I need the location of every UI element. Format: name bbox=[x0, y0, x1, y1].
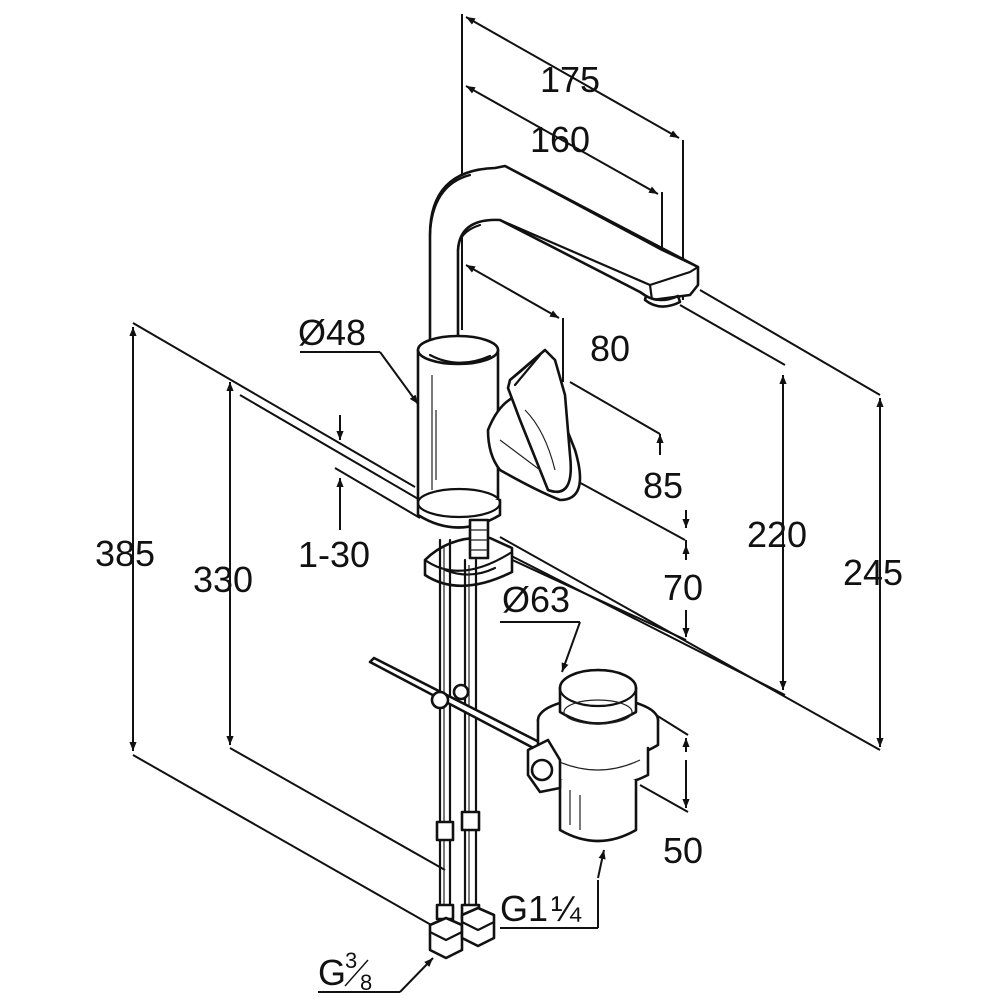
label-g114-fraction: ¼ bbox=[551, 888, 582, 929]
label-g114-main: G1 bbox=[500, 888, 548, 929]
mounting-bracket bbox=[423, 536, 514, 588]
dim-160: 160 bbox=[530, 119, 590, 160]
dim-70: 70 bbox=[663, 567, 703, 608]
dimension-labels: 175 160 80 Ø48 85 70 220 245 385 330 1-3… bbox=[95, 59, 903, 995]
dim-175: 175 bbox=[540, 59, 600, 100]
dim-385: 385 bbox=[95, 533, 155, 574]
dim-85: 85 bbox=[643, 465, 683, 506]
label-g114: G1 ¼ bbox=[500, 888, 582, 929]
label-g38-denominator: 8 bbox=[360, 970, 372, 995]
dim-1-30: 1-30 bbox=[298, 534, 370, 575]
faucet-body bbox=[368, 164, 700, 960]
dim-245: 245 bbox=[843, 552, 903, 593]
dimension-lines bbox=[129, 14, 884, 993]
nut-right bbox=[460, 906, 496, 948]
dim-220: 220 bbox=[747, 514, 807, 555]
label-g38-main: G bbox=[318, 952, 346, 993]
dim-330: 330 bbox=[193, 559, 253, 600]
dim-diameter-48: Ø48 bbox=[298, 312, 366, 353]
label-g38: G 3 8 bbox=[318, 948, 372, 995]
nut-left bbox=[428, 916, 464, 960]
body-cylinder bbox=[416, 338, 500, 512]
popup-rod bbox=[368, 656, 547, 754]
dim-80: 80 bbox=[590, 328, 630, 369]
label-g38-numerator: 3 bbox=[345, 948, 357, 973]
dim-50: 50 bbox=[663, 830, 703, 871]
dim-diameter-63: Ø63 bbox=[502, 579, 570, 620]
